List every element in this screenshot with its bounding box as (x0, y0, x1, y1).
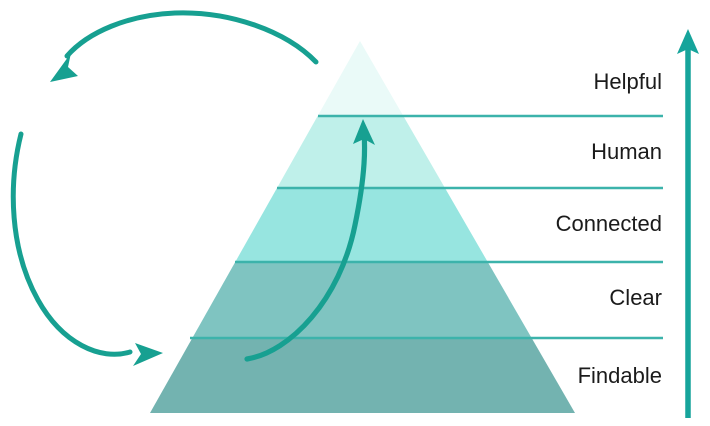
tier-band-clear (150, 262, 575, 338)
pyramid-body (150, 41, 575, 413)
inner-ascend-arrow (244, 119, 375, 362)
cycle-arrow-top (50, 10, 319, 82)
tier-divider-lines (190, 114, 663, 340)
tier-label-human: Human (591, 139, 662, 164)
upward-progression-arrow (677, 29, 699, 418)
tier-label-clear: Clear (609, 285, 662, 310)
tier-band-helpful (150, 41, 575, 116)
cycle-arrows (10, 10, 319, 366)
tier-band-findable (150, 338, 575, 413)
tier-label-helpful: Helpful (593, 69, 662, 94)
tier-label-connected: Connected (555, 211, 662, 236)
cycle-arrow-bottom (10, 131, 163, 366)
tier-label-findable: Findable (577, 363, 662, 388)
tier-band-connected (150, 188, 575, 262)
